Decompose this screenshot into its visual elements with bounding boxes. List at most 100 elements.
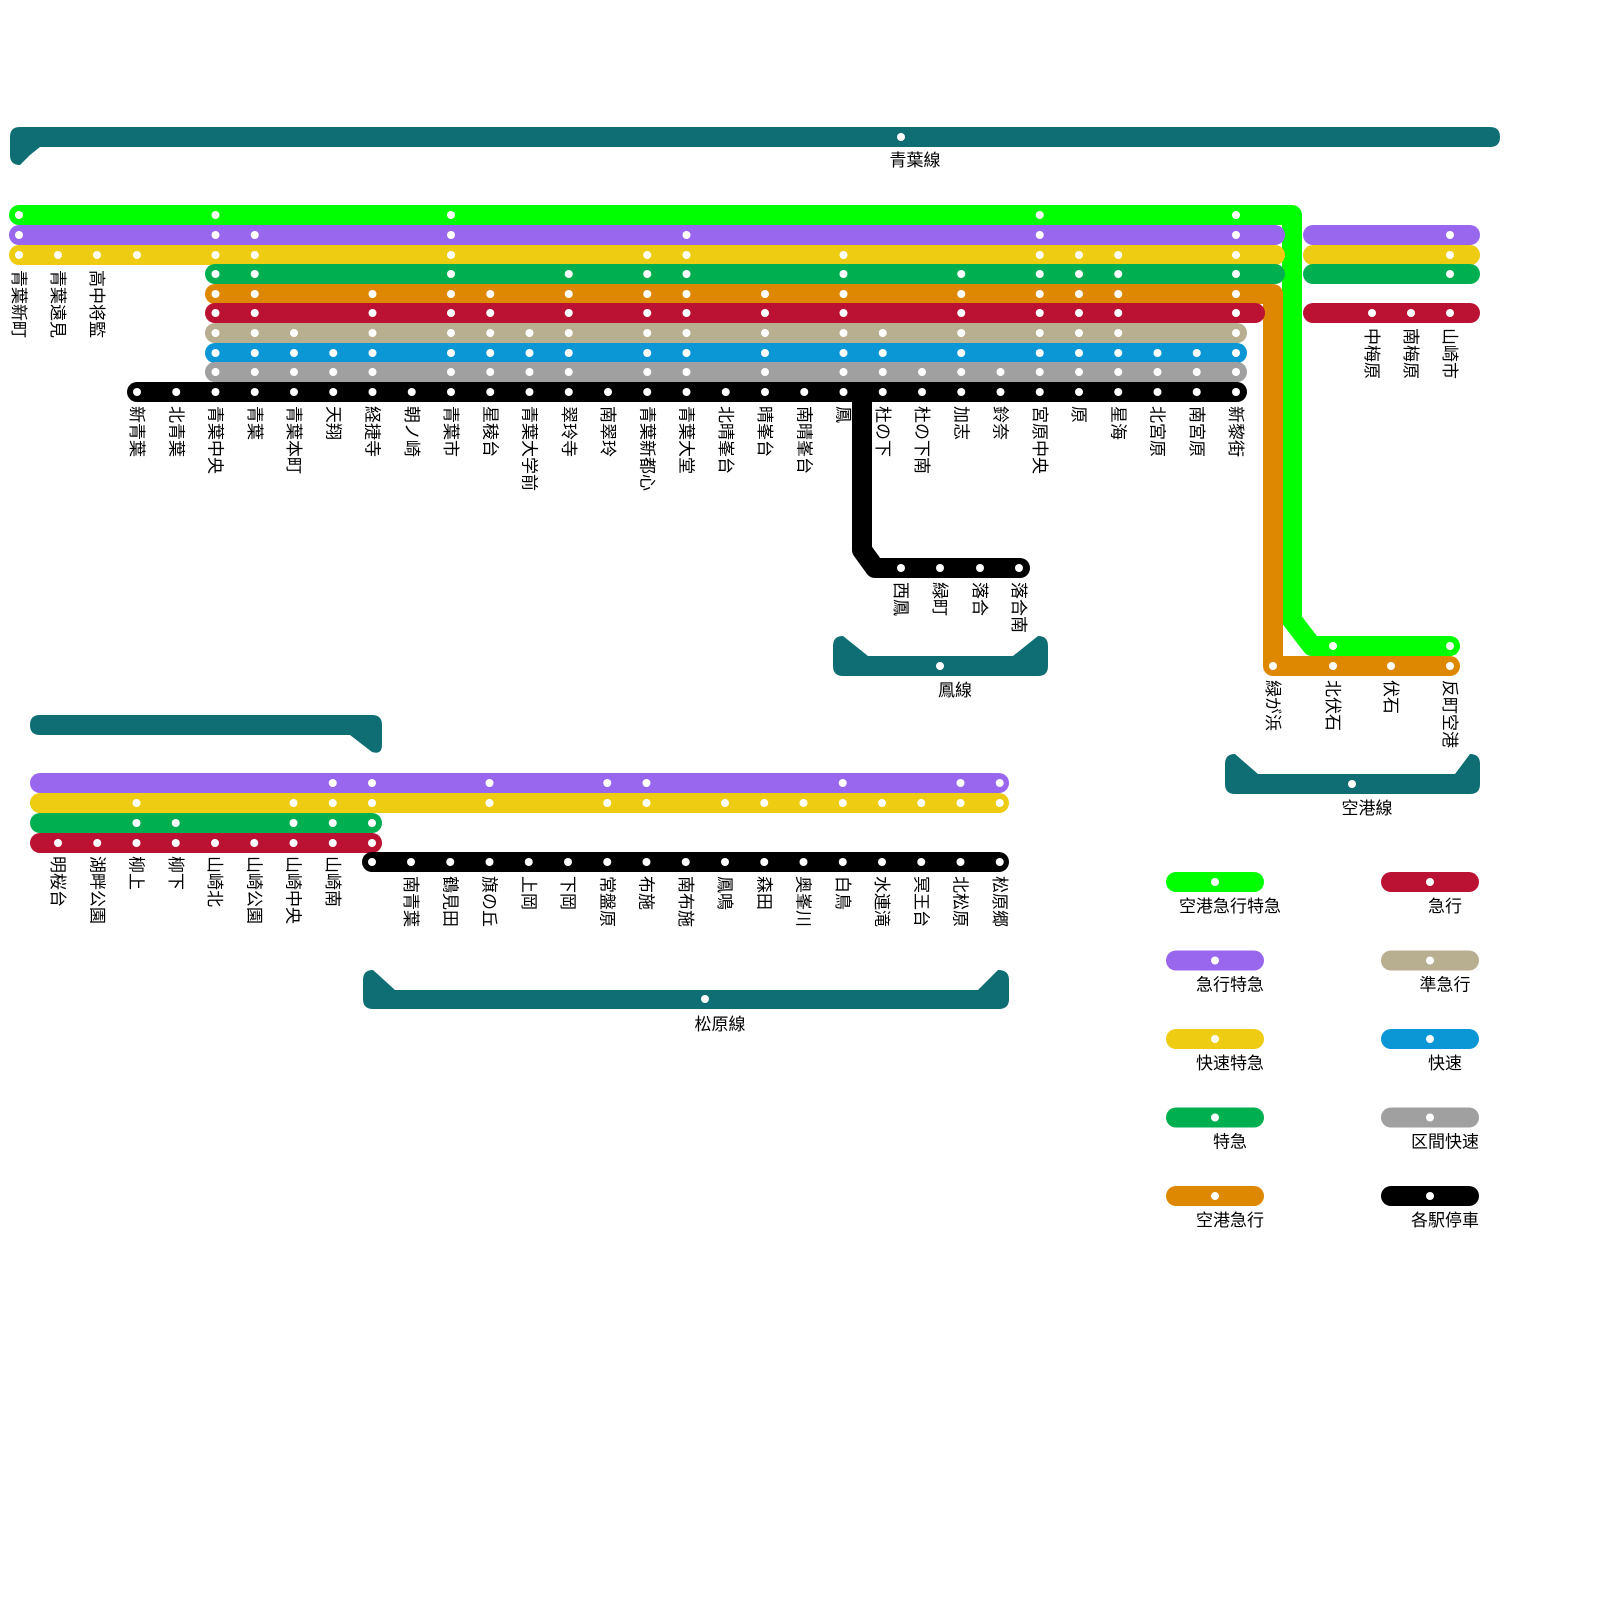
- station-dot: [957, 349, 966, 357]
- station-dot: [1075, 349, 1083, 357]
- station-dot: [1035, 251, 1044, 259]
- station-dot: [838, 779, 847, 787]
- station-dot: [838, 799, 847, 807]
- station-dot: [1114, 368, 1123, 376]
- station-dot: [328, 799, 337, 807]
- station-dot: [447, 251, 455, 259]
- station-dot: [447, 270, 455, 278]
- station-dot: [524, 858, 533, 866]
- station-label: 南晴峯台: [793, 406, 813, 474]
- station-dot: [878, 368, 887, 376]
- station-dot: [1446, 251, 1454, 259]
- station-dot: [211, 290, 220, 298]
- station-dot: [643, 368, 652, 376]
- station-label: 青葉遠見: [47, 270, 67, 338]
- station-dot: [996, 368, 1005, 376]
- station-dot: [1426, 1192, 1434, 1200]
- station-dot: [995, 799, 1004, 807]
- station-dot: [525, 329, 534, 337]
- station-dot: [643, 270, 652, 278]
- station-dot: [485, 779, 494, 787]
- station-dot: [486, 290, 495, 298]
- station-label: 星海: [1107, 406, 1127, 440]
- station-label: 山崎市: [1439, 328, 1459, 379]
- station-dot: [290, 368, 298, 376]
- aoba-line-bar: [10, 127, 1500, 165]
- station-dot: [447, 231, 455, 239]
- station-label: 北晴峯台: [715, 406, 735, 474]
- station-dot: [1035, 349, 1044, 357]
- legend-label: 空港急行: [1196, 1211, 1264, 1231]
- legend-label: 各駅停車: [1411, 1211, 1479, 1231]
- station-label: 星稜台: [479, 406, 499, 457]
- station-dot: [368, 290, 377, 298]
- route-airport_exp: [205, 284, 1460, 676]
- legend-item-sect_rapid: 区間快速: [1381, 1107, 1479, 1153]
- station-label: 杜の下南: [911, 406, 931, 474]
- station-dot: [289, 799, 298, 807]
- station-dot: [486, 309, 495, 317]
- station-label: 緑が浜: [1262, 680, 1282, 731]
- route-local-otori: [852, 382, 1030, 578]
- legend-label: 区間快速: [1411, 1133, 1479, 1153]
- station-dot: [171, 819, 180, 827]
- station-dots: [15, 211, 1454, 866]
- station-label: 奥峯川: [793, 876, 813, 927]
- station-dot: [995, 858, 1004, 866]
- station-dot: [1153, 349, 1162, 357]
- legend-item-rapid_ltd: 快速特急: [1166, 1029, 1264, 1074]
- station-dot: [290, 388, 298, 396]
- station-dot: [446, 858, 455, 866]
- station-dot: [211, 368, 220, 376]
- yamazaki-line-bar: [30, 715, 382, 753]
- airport-line-bar: [1225, 754, 1480, 794]
- aoba-line-label: 青葉線: [890, 151, 941, 171]
- station-dot: [642, 858, 651, 866]
- station-dot: [211, 329, 220, 337]
- station-label: 白鳥: [832, 876, 852, 910]
- station-label: 伏石: [1380, 680, 1400, 714]
- station-dot: [761, 309, 769, 317]
- station-label: 青葉本町: [283, 406, 303, 474]
- station-dot: [1035, 368, 1044, 376]
- station-dot: [1348, 780, 1356, 788]
- station-dot: [564, 349, 573, 357]
- station-label: 鳳鳴: [714, 876, 734, 910]
- station-dot: [1075, 368, 1083, 376]
- legend-item-ltd: 特急: [1166, 1107, 1264, 1153]
- station-label: 青葉中央: [205, 406, 225, 474]
- station-dot: [250, 290, 259, 298]
- station-dot: [1114, 329, 1123, 337]
- service-routes: [9, 205, 1480, 872]
- station-dot: [250, 839, 259, 847]
- station-dot: [15, 211, 23, 219]
- station-dot: [1114, 349, 1123, 357]
- station-label: 青葉: [244, 406, 264, 440]
- station-label: 冥王台: [910, 876, 930, 927]
- station-dot: [171, 839, 180, 847]
- otori-line-label: 鳳線: [938, 681, 972, 701]
- station-dot: [289, 819, 298, 827]
- station-dot: [1114, 251, 1123, 259]
- station-dot: [1329, 642, 1337, 650]
- legend-label: 特急: [1213, 1133, 1247, 1153]
- station-dot: [525, 388, 534, 396]
- station-dot: [1232, 329, 1240, 337]
- station-dot: [1446, 231, 1454, 239]
- station-dot: [1211, 1035, 1219, 1043]
- station-dot: [956, 858, 965, 866]
- station-dot: [603, 858, 612, 866]
- station-dot: [918, 388, 926, 396]
- station-dot: [328, 819, 337, 827]
- station-dot: [1075, 270, 1083, 278]
- station-dot: [368, 839, 376, 847]
- station-dot: [132, 799, 141, 807]
- station-dot: [897, 564, 905, 572]
- station-dot: [368, 799, 376, 807]
- station-dot: [368, 819, 376, 827]
- station-dot: [368, 368, 377, 376]
- station-dot: [525, 349, 534, 357]
- station-label: 森田: [753, 876, 773, 910]
- legend-item-rapid: 快速: [1381, 1029, 1479, 1074]
